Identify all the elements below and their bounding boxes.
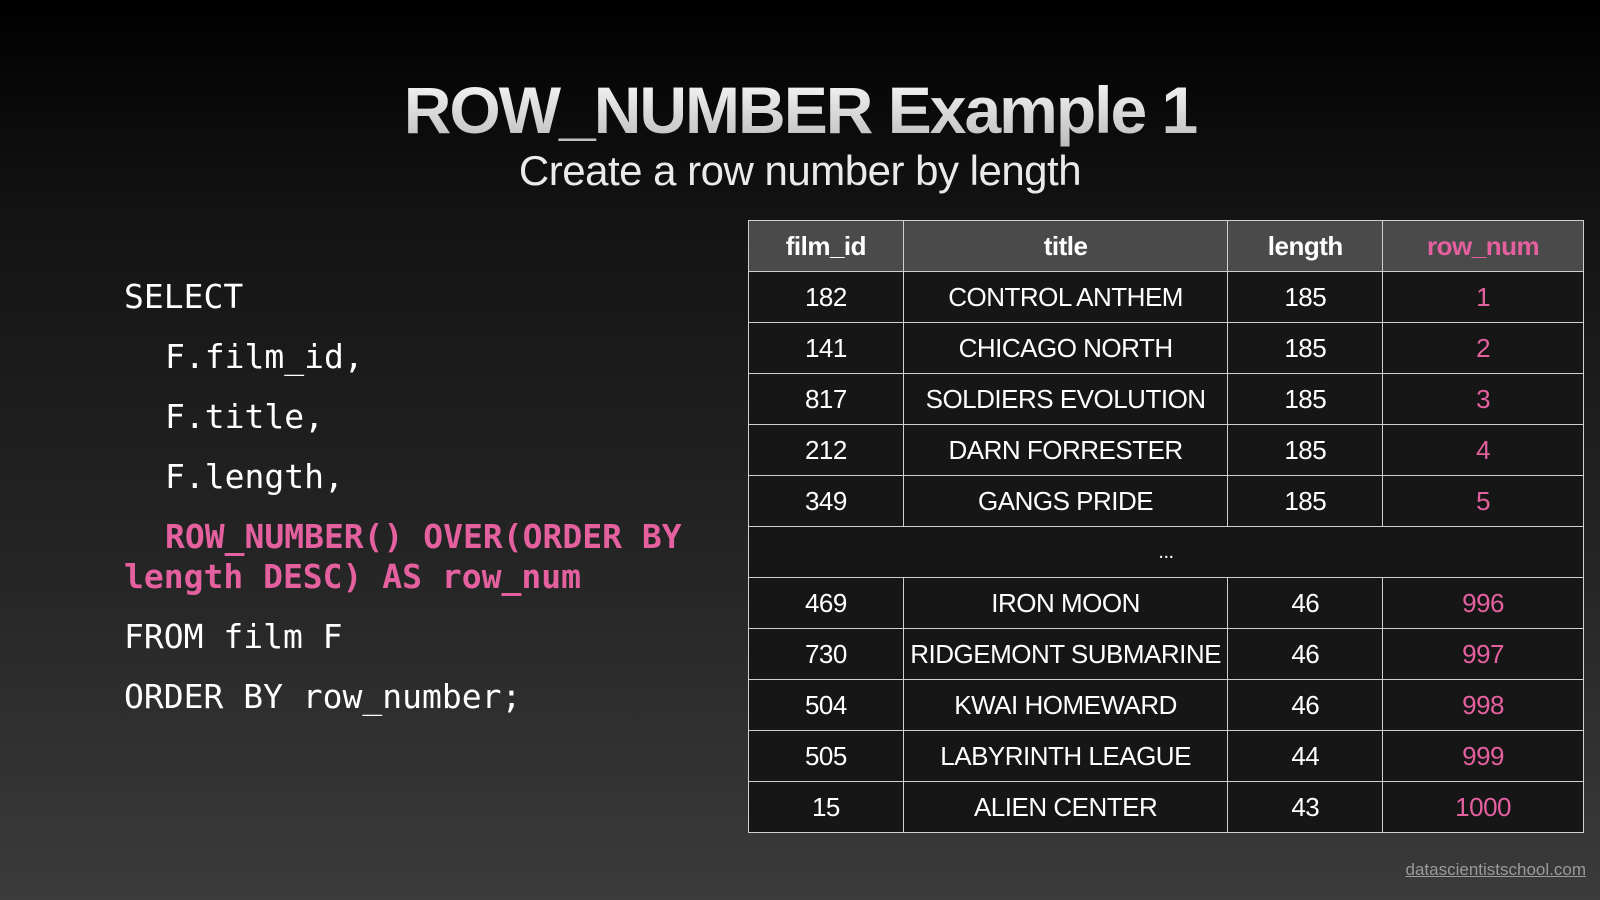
- cell-title: SOLDIERS EVOLUTION: [902, 373, 1229, 425]
- cell-row-num: 996: [1382, 577, 1584, 629]
- cell-film-id: 817: [748, 373, 904, 425]
- cell-length: 46: [1227, 679, 1384, 731]
- cell-film-id: 504: [748, 679, 904, 731]
- cell-row-num: 4: [1382, 424, 1584, 476]
- table-row: 182 CONTROL ANTHEM 185 1: [748, 271, 1584, 323]
- cell-title: CHICAGO NORTH: [902, 322, 1229, 374]
- cell-title: GANGS PRIDE: [902, 475, 1229, 527]
- cell-row-num: 1: [1382, 271, 1584, 323]
- cell-film-id: 469: [748, 577, 904, 629]
- cell-title: ALIEN CENTER: [902, 781, 1229, 833]
- cell-row-num: 5: [1382, 475, 1584, 527]
- table-row: 505 LABYRINTH LEAGUE 44 999: [748, 730, 1584, 782]
- cell-length: 185: [1227, 373, 1384, 425]
- cell-length: 43: [1227, 781, 1384, 833]
- cell-row-num: 999: [1382, 730, 1584, 782]
- cell-length: 185: [1227, 475, 1384, 527]
- table-row: 504 KWAI HOMEWARD 46 998: [748, 679, 1584, 731]
- cell-length: 185: [1227, 271, 1384, 323]
- cell-length: 46: [1227, 628, 1384, 680]
- header-length: length: [1227, 220, 1384, 272]
- cell-film-id: 141: [748, 322, 904, 374]
- code-line-select: SELECT: [124, 277, 244, 316]
- code-line-title: F.title,: [165, 397, 324, 436]
- cell-title: IRON MOON: [902, 577, 1229, 629]
- ellipsis-cell: ...: [748, 526, 1584, 578]
- footer-link[interactable]: datascientistschool.com: [1405, 860, 1586, 879]
- cell-length: 185: [1227, 322, 1384, 374]
- header-film-id: film_id: [748, 220, 904, 272]
- header-row-num: row_num: [1382, 220, 1584, 272]
- slide-subtitle: Create a row number by length: [518, 147, 1082, 194]
- cell-row-num: 998: [1382, 679, 1584, 731]
- result-table: film_id title length row_num 182 CONTROL…: [748, 220, 1584, 833]
- table-header-row: film_id title length row_num: [748, 220, 1584, 272]
- table-row: 141 CHICAGO NORTH 185 2: [748, 322, 1584, 374]
- cell-row-num: 997: [1382, 628, 1584, 680]
- code-line-row-number: ROW_NUMBER() OVER(ORDER BY length DESC) …: [124, 517, 724, 597]
- header-title: title: [902, 220, 1229, 272]
- cell-title: RIDGEMONT SUBMARINE: [902, 628, 1229, 680]
- cell-title: LABYRINTH LEAGUE: [902, 730, 1229, 782]
- code-line-from: FROM film F: [124, 617, 343, 656]
- table-row: 15 ALIEN CENTER 43 1000: [748, 781, 1584, 833]
- slide-title: ROW_NUMBER Example 1: [0, 70, 1600, 150]
- code-line-length: F.length,: [165, 457, 344, 496]
- cell-film-id: 505: [748, 730, 904, 782]
- cell-length: 185: [1227, 424, 1384, 476]
- code-line-film-id: F.film_id,: [165, 337, 364, 376]
- table-row: 730 RIDGEMONT SUBMARINE 46 997: [748, 628, 1584, 680]
- cell-title: CONTROL ANTHEM: [902, 271, 1229, 323]
- cell-film-id: 15: [748, 781, 904, 833]
- code-highlight: ROW_NUMBER() OVER(ORDER BY length DESC) …: [124, 517, 702, 596]
- code-line-order-by: ORDER BY row_number;: [124, 677, 522, 716]
- cell-length: 46: [1227, 577, 1384, 629]
- cell-film-id: 212: [748, 424, 904, 476]
- sql-code-block: SELECT F.film_id, F.title, F.length, ROW…: [124, 277, 724, 737]
- cell-film-id: 730: [748, 628, 904, 680]
- cell-row-num: 3: [1382, 373, 1584, 425]
- cell-row-num: 1000: [1382, 781, 1584, 833]
- table-ellipsis-row: ...: [748, 526, 1584, 578]
- cell-row-num: 2: [1382, 322, 1584, 374]
- table-row: 212 DARN FORRESTER 185 4: [748, 424, 1584, 476]
- cell-title: DARN FORRESTER: [902, 424, 1229, 476]
- cell-length: 44: [1227, 730, 1384, 782]
- table-row: 817 SOLDIERS EVOLUTION 185 3: [748, 373, 1584, 425]
- table-row: 349 GANGS PRIDE 185 5: [748, 475, 1584, 527]
- cell-film-id: 349: [748, 475, 904, 527]
- cell-title: KWAI HOMEWARD: [902, 679, 1229, 731]
- cell-film-id: 182: [748, 271, 904, 323]
- table-row: 469 IRON MOON 46 996: [748, 577, 1584, 629]
